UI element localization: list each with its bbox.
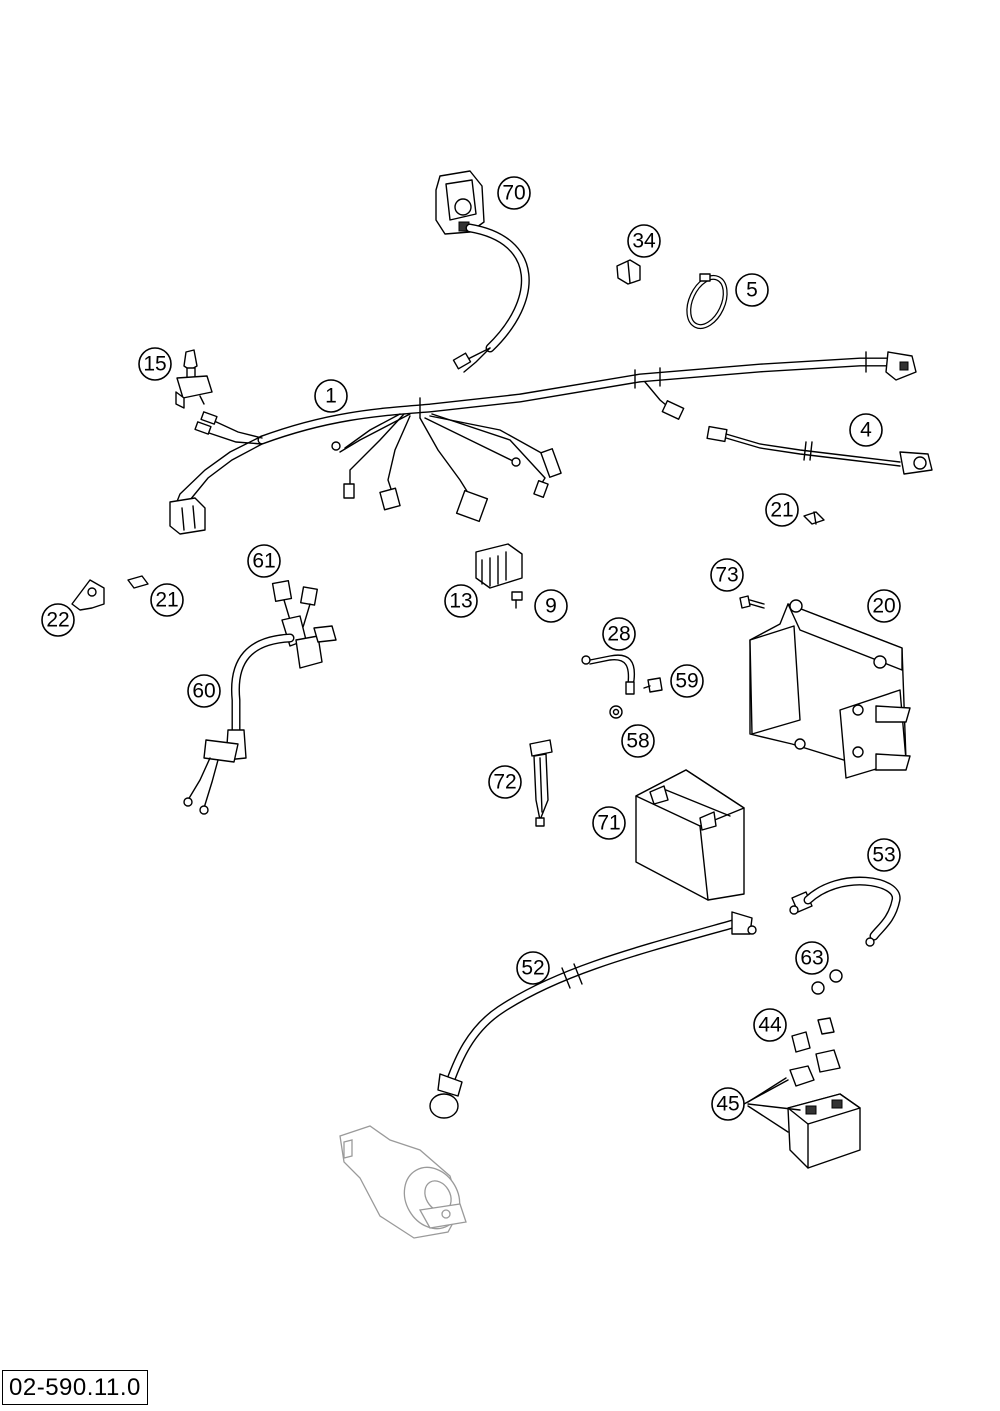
svg-text:45: 45 [716, 1093, 739, 1116]
callout-58: 58 [621, 724, 655, 758]
svg-text:28: 28 [607, 623, 630, 646]
callout-15: 15 [138, 347, 172, 381]
svg-text:70: 70 [502, 182, 525, 205]
part-4-sensor-cable [706, 425, 933, 475]
part-58-washer [609, 705, 623, 719]
callout-4: 4 [849, 413, 883, 447]
svg-text:60: 60 [192, 680, 215, 703]
svg-text:61: 61 [252, 550, 275, 573]
callout-13: 13 [444, 584, 478, 618]
callout-60: 60 [187, 674, 221, 708]
callout-53: 53 [867, 838, 901, 872]
part-53-battery-cable [789, 876, 901, 947]
part-63-screws [811, 969, 843, 995]
svg-text:73: 73 [715, 564, 738, 587]
part-44-relay-cover [791, 1017, 835, 1053]
svg-text:58: 58 [626, 730, 649, 753]
svg-text:9: 9 [545, 595, 557, 618]
callout-21-right: 21 [765, 493, 799, 527]
svg-text:13: 13 [449, 590, 472, 613]
part-34-cap [616, 259, 641, 285]
callout-5: 5 [735, 273, 769, 307]
part-5-cable-clamp [686, 273, 728, 330]
part-73-bolt [739, 595, 765, 609]
part-20-battery-holder [749, 599, 911, 779]
callout-70: 70 [497, 176, 531, 210]
part-70-handlebar-switch [435, 170, 530, 373]
callout-59: 59 [670, 664, 704, 698]
svg-text:5: 5 [746, 279, 758, 302]
part-52-starter-cable [429, 911, 757, 1119]
callout-72: 72 [488, 765, 522, 799]
callout-73: 73 [710, 558, 744, 592]
part-15-switch-knob [175, 349, 213, 409]
part-9-screw [511, 591, 523, 609]
svg-text:4: 4 [860, 419, 872, 442]
callout-71: 71 [592, 806, 626, 840]
svg-text:1: 1 [325, 385, 337, 408]
callout-45: 45 [711, 1087, 745, 1121]
part-13-voltage-regulator [475, 543, 523, 589]
svg-text:44: 44 [758, 1014, 782, 1037]
diagram-code-label: 02-590.11.0 [2, 1370, 148, 1405]
svg-text:34: 34 [632, 230, 656, 253]
callout-21-left: 21 [150, 583, 184, 617]
part-22-bracket [71, 579, 105, 611]
part-71-battery [635, 769, 745, 901]
part-45-starter-relay [747, 1049, 861, 1169]
svg-text:63: 63 [800, 947, 823, 970]
svg-text:21: 21 [155, 589, 178, 612]
callout-9: 9 [534, 589, 568, 623]
svg-text:72: 72 [493, 771, 516, 794]
svg-text:71: 71 [597, 812, 620, 835]
svg-text:15: 15 [143, 353, 166, 376]
part-28-ground-cable [581, 654, 636, 695]
svg-text:52: 52 [521, 957, 544, 980]
callout-22: 22 [41, 603, 75, 637]
callout-52: 52 [516, 951, 550, 985]
callout-63: 63 [795, 941, 829, 975]
svg-text:53: 53 [872, 844, 895, 867]
callout-1: 1 [314, 379, 348, 413]
part-60-ignition-coil-cable [183, 633, 295, 815]
callout-20: 20 [867, 589, 901, 623]
callout-44: 44 [753, 1008, 787, 1042]
part-1-main-wiring-harness [169, 351, 917, 535]
svg-text:21: 21 [770, 499, 793, 522]
svg-text:59: 59 [675, 670, 698, 693]
callout-34: 34 [627, 224, 661, 258]
part-21-clip-right [803, 511, 825, 525]
callout-61: 61 [247, 544, 281, 578]
svg-text:20: 20 [872, 595, 895, 618]
part-59-screw [643, 677, 663, 693]
part-61-fuse-holder [271, 580, 337, 669]
part-72-battery-strap [529, 739, 553, 827]
svg-text:22: 22 [46, 609, 69, 632]
leader-lines [743, 1079, 789, 1105]
callout-28: 28 [602, 617, 636, 651]
starter-motor-reference [339, 1125, 467, 1239]
part-21-clip-left [127, 575, 149, 589]
